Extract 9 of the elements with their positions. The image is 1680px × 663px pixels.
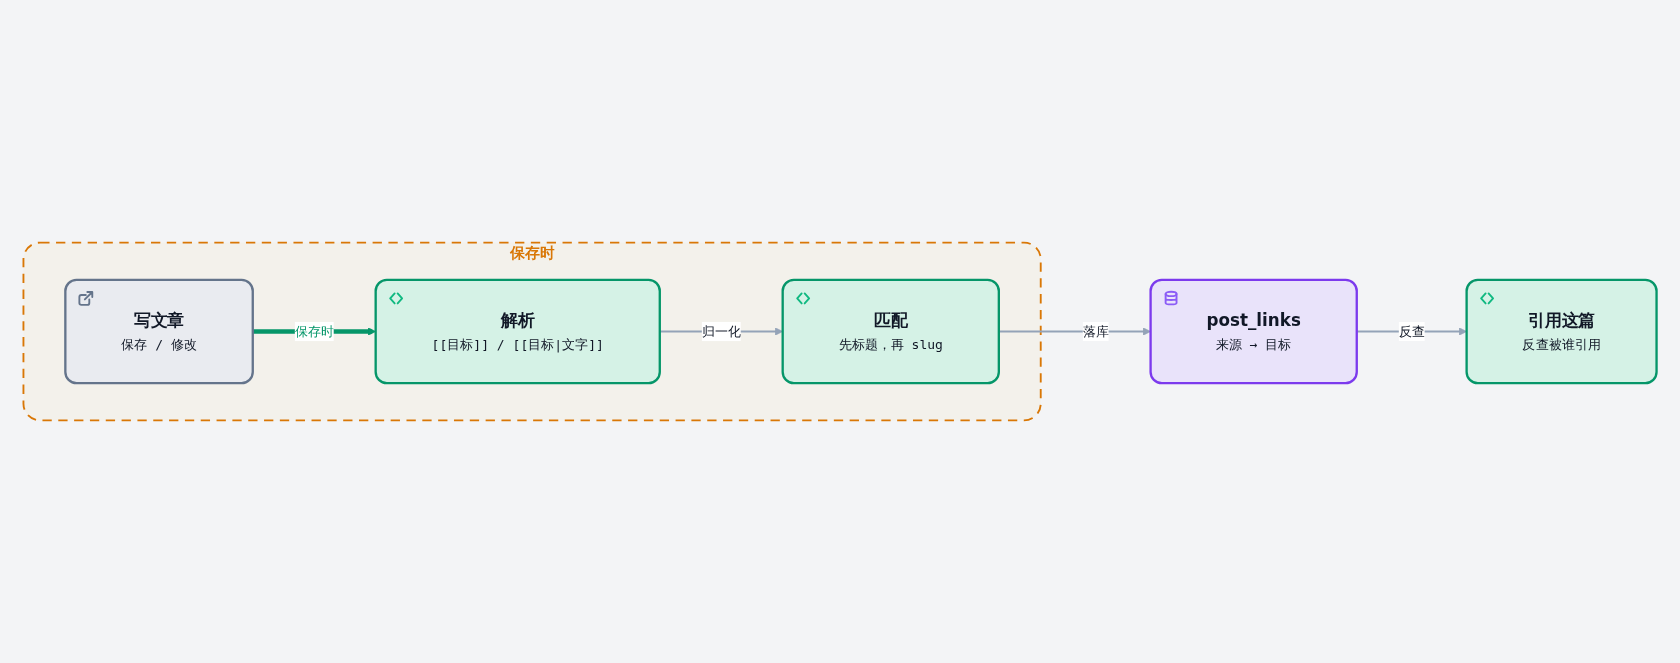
edge-label: 落库: [1082, 323, 1109, 339]
edge-label: 归一化: [701, 323, 741, 339]
node-box: post_links 来源 → 目标: [1149, 278, 1358, 385]
node-box: 匹配 先标题，再 slug: [781, 278, 1000, 385]
edge-label: 保存时: [294, 323, 334, 339]
node-box: 写文章 保存 / 修改: [64, 278, 254, 385]
node-box: 解析 [[目标]] / [[目标|文字]]: [374, 278, 661, 385]
edge-label: 反查: [1398, 323, 1425, 339]
node-box: 引用这篇 反查被谁引用: [1465, 278, 1658, 385]
